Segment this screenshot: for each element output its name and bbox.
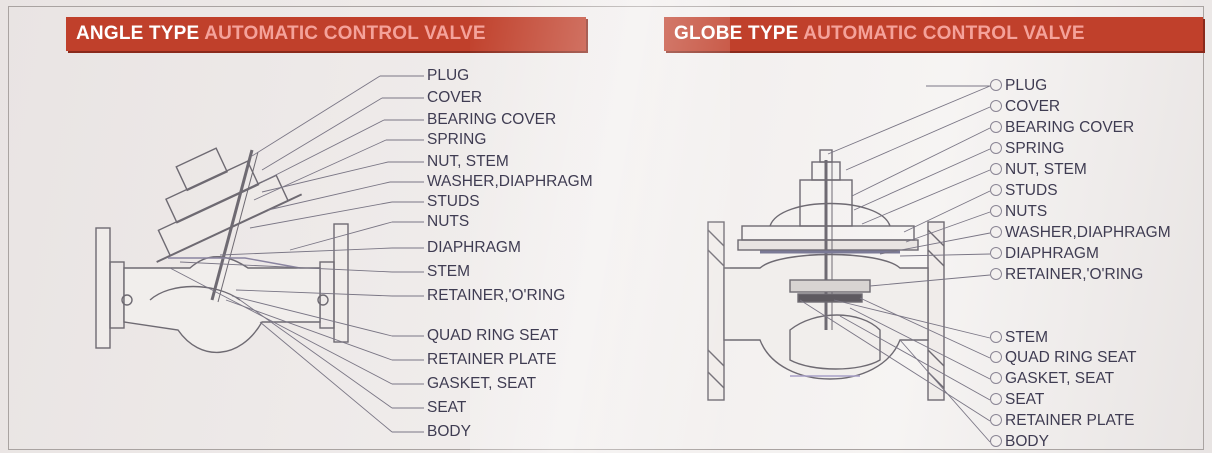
globe-label-gasket-seat: GASKET, SEAT xyxy=(990,370,1114,388)
sheet-frame xyxy=(8,6,1204,450)
globe-valve-title-banner: GLOBE TYPE AUTOMATIC CONTROL VALVE xyxy=(664,17,1203,51)
globe-label-studs-text: STUDS xyxy=(1005,182,1058,199)
globe-label-seat-text: SEAT xyxy=(1005,391,1045,408)
angle-label-gasket-seat: GASKET, SEAT xyxy=(427,375,537,392)
globe-label-stem-text: STEM xyxy=(1005,329,1049,346)
angle-label-retainer-plate: RETAINER PLATE xyxy=(427,351,557,368)
angle-label-retainer-oring: RETAINER,'O'RING xyxy=(427,287,566,304)
globe-label-spring-text: SPRING xyxy=(1005,140,1065,157)
part-number-marker xyxy=(990,351,1002,363)
part-number-marker xyxy=(990,142,1002,154)
part-number-marker xyxy=(990,184,1002,196)
globe-label-nuts: NUTS xyxy=(990,203,1047,221)
part-number-marker xyxy=(990,163,1002,175)
part-number-marker xyxy=(990,79,1002,91)
globe-label-plug: PLUG xyxy=(990,77,1047,95)
angle-valve-title-type: ANGLE TYPE xyxy=(76,23,205,44)
angle-label-bearing-cover: BEARING COVER xyxy=(427,111,557,128)
angle-label-spring: SPRING xyxy=(427,131,487,148)
globe-label-washer-diaphragm-text: WASHER,DIAPHRAGM xyxy=(1005,224,1171,241)
angle-valve-title-banner: ANGLE TYPE AUTOMATIC CONTROL VALVE xyxy=(66,17,586,51)
part-number-marker xyxy=(990,372,1002,384)
globe-label-quad-ring-seat: QUAD RING SEAT xyxy=(990,349,1136,367)
part-number-marker xyxy=(990,205,1002,217)
angle-label-studs: STUDS xyxy=(427,193,480,210)
globe-label-body-text: BODY xyxy=(1005,433,1049,450)
globe-label-washer-diaphragm: WASHER,DIAPHRAGM xyxy=(990,224,1171,242)
part-number-marker xyxy=(990,435,1002,447)
globe-label-body: BODY xyxy=(990,433,1049,451)
angle-label-washer-diaphragm: WASHER,DIAPHRAGM xyxy=(427,173,593,190)
globe-label-stem: STEM xyxy=(990,329,1048,347)
globe-label-nut-stem-text: NUT, STEM xyxy=(1005,161,1087,178)
angle-label-body: BODY xyxy=(427,423,471,440)
globe-label-diaphragm-text: DIAPHRAGM xyxy=(1005,245,1099,262)
globe-label-retainer-plate: RETAINER PLATE xyxy=(990,412,1134,430)
globe-label-studs: STUDS xyxy=(990,182,1058,200)
globe-label-diaphragm: DIAPHRAGM xyxy=(990,245,1099,263)
globe-label-quad-ring-seat-text: QUAD RING SEAT xyxy=(1005,349,1137,366)
angle-label-plug: PLUG xyxy=(427,67,470,84)
angle-label-quad-ring-seat: QUAD RING SEAT xyxy=(427,327,559,344)
angle-valve-title-name: AUTOMATIC CONTROL VALVE xyxy=(204,23,486,44)
part-number-marker xyxy=(990,393,1002,405)
angle-label-seat: SEAT xyxy=(427,399,467,416)
angle-label-nut-stem: NUT, STEM xyxy=(427,153,509,170)
globe-label-cover-text: COVER xyxy=(1005,98,1061,115)
globe-label-retainer-plate-text: RETAINER PLATE xyxy=(1005,412,1135,429)
angle-label-diaphragm: DIAPHRAGM xyxy=(427,239,521,256)
globe-label-bearing-cover: BEARING COVER xyxy=(990,119,1134,137)
globe-valve-title-name: AUTOMATIC CONTROL VALVE xyxy=(803,23,1085,44)
globe-label-cover: COVER xyxy=(990,98,1060,116)
part-number-marker xyxy=(990,331,1002,343)
globe-label-seat: SEAT xyxy=(990,391,1044,409)
globe-label-plug-text: PLUG xyxy=(1005,77,1048,94)
globe-label-nut-stem: NUT, STEM xyxy=(990,161,1087,179)
part-number-marker xyxy=(990,121,1002,133)
globe-label-gasket-seat-text: GASKET, SEAT xyxy=(1005,370,1115,387)
globe-valve-title-type: GLOBE TYPE xyxy=(674,23,804,44)
globe-label-retainer-oring-text: RETAINER,'O'RING xyxy=(1005,266,1144,283)
angle-label-cover: COVER xyxy=(427,89,483,106)
part-number-marker xyxy=(990,226,1002,238)
globe-label-retainer-oring: RETAINER,'O'RING xyxy=(990,266,1143,284)
part-number-marker xyxy=(990,268,1002,280)
globe-label-spring: SPRING xyxy=(990,140,1064,158)
angle-label-nuts: NUTS xyxy=(427,213,470,230)
part-number-marker xyxy=(990,100,1002,112)
globe-label-nuts-text: NUTS xyxy=(1005,203,1048,220)
globe-label-bearing-cover-text: BEARING COVER xyxy=(1005,119,1135,136)
part-number-marker xyxy=(990,414,1002,426)
angle-label-stem: STEM xyxy=(427,263,471,280)
part-number-marker xyxy=(990,247,1002,259)
